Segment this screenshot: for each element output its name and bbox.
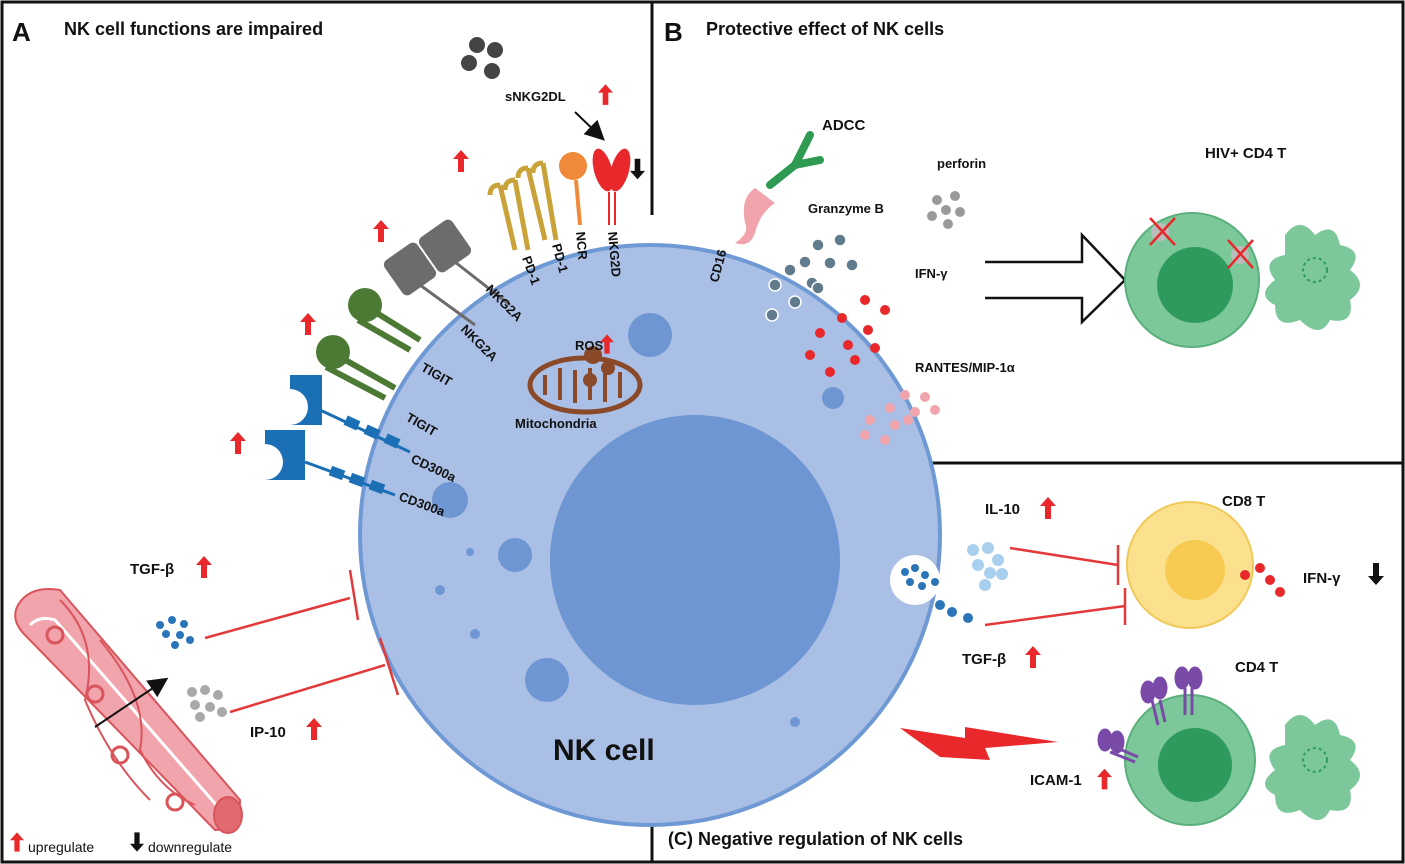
ifng-c-down-arrow — [1368, 563, 1384, 585]
cd300a-receptor-2 — [265, 430, 396, 497]
ncr-label: NCR — [573, 231, 590, 261]
perforin-particles — [927, 191, 965, 229]
cd8-label: CD8 T — [1222, 493, 1265, 510]
granzyme-label: Granzyme B — [808, 201, 884, 216]
tigit-up-arrow — [300, 313, 316, 335]
cd16-receptor — [735, 188, 775, 245]
nk-cell-label: NK cell — [553, 734, 655, 767]
icam1-receptors — [1097, 666, 1203, 764]
tgfb-inhibit-line-c — [984, 604, 1126, 627]
rantes-particles — [860, 390, 940, 445]
tgfb-c-up-arrow — [1025, 646, 1041, 668]
tigit-receptor-1 — [348, 288, 422, 353]
snkg2dl-binding-arrow — [574, 111, 605, 141]
nkg2a-receptor-2 — [383, 242, 476, 327]
pd1-label-2: PD-1 — [549, 242, 571, 274]
snkg2dl-up-arrow — [598, 84, 613, 105]
ros-label: ROS — [575, 338, 604, 353]
ip10-particles — [187, 685, 227, 722]
mitochondria — [527, 346, 643, 415]
ip10-up-arrow — [306, 718, 322, 740]
nkg2d-down-arrow — [630, 158, 645, 180]
panel-a-title: NK cell functions are impaired — [64, 19, 323, 39]
icam1-label: ICAM-1 — [1030, 772, 1082, 789]
pd1-receptor-1 — [487, 177, 531, 251]
cd300a-up-arrow — [230, 432, 246, 454]
tgfb-a-up-arrow — [196, 556, 212, 578]
nk-secretion-pocket — [890, 555, 940, 605]
il10-label: IL-10 — [985, 501, 1020, 518]
hiv-cd4-cell — [1124, 212, 1260, 348]
cd4-cell — [1124, 694, 1256, 826]
nk-vesicles — [432, 313, 844, 727]
rantes-label: RANTES/MIP-1α — [915, 360, 1015, 375]
granzyme-particles — [765, 233, 859, 322]
blood-vessel — [14, 588, 243, 834]
tgfb-label-a: TGF-β — [130, 561, 174, 578]
cd8-cell — [1126, 501, 1254, 629]
nkg2d-receptor — [592, 148, 631, 225]
ifng-particles — [805, 295, 890, 377]
nkg2a-up-arrow — [373, 220, 389, 242]
snkg2dl-particles — [461, 37, 503, 79]
mitochondria-label: Mitochondria — [515, 416, 597, 431]
nkg2d-label: NKG2D — [605, 231, 624, 278]
panel-c-title: (C) Negative regulation of NK cells — [668, 829, 963, 849]
ip10-inhibit-line — [229, 663, 386, 714]
cd8-ifng-particles — [1240, 563, 1285, 597]
killing-arrow — [985, 231, 1127, 325]
lysed-cd4-cell-c — [1265, 715, 1360, 820]
snkg2dl-label: sNKG2DL — [505, 89, 566, 104]
ip10-inhibit-bar — [378, 637, 400, 696]
antibody-icon — [766, 131, 824, 189]
lightning-bolt-icon — [900, 727, 1058, 760]
cd4-label: CD4 T — [1235, 659, 1278, 676]
hiv-cd4-label: HIV+ CD4 T — [1205, 145, 1286, 162]
ifng-label-b: IFN-γ — [915, 266, 948, 281]
il10-up-arrow — [1040, 497, 1056, 519]
legend-down-arrow — [130, 832, 144, 852]
il10-cloud — [967, 542, 1008, 591]
nk-nucleus — [550, 415, 840, 705]
nk-il10-particles — [901, 564, 973, 623]
vessel-release-arrow — [94, 677, 169, 728]
perforin-label: perforin — [937, 156, 986, 171]
pd1-up-arrow — [453, 150, 469, 172]
tigit-receptor-2 — [316, 335, 397, 401]
ifng-label-c: IFN-γ — [1303, 570, 1341, 587]
tgfb-inhibit-line-a — [204, 596, 351, 640]
legend-up-label: upregulate — [28, 839, 94, 855]
tgfb-particles-a — [156, 616, 194, 649]
adcc-label: ADCC — [822, 117, 865, 134]
ncr-receptor — [559, 152, 587, 226]
legend-down-label: downregulate — [148, 839, 232, 855]
panel-b-letter: B — [664, 17, 683, 47]
cd300a-receptor-1 — [290, 375, 411, 454]
legend-up-arrow — [10, 832, 24, 852]
panel-b-title: Protective effect of NK cells — [706, 19, 944, 39]
tgfb-inhibit-bar-a — [348, 569, 360, 621]
pd1-receptor-2 — [515, 160, 559, 241]
nkg2a-receptor-1 — [418, 219, 511, 307]
icam1-up-arrow — [1097, 768, 1112, 790]
tgfb-label-c: TGF-β — [962, 651, 1006, 668]
ip10-label: IP-10 — [250, 724, 286, 741]
panel-a-letter: A — [12, 17, 31, 47]
lysed-cd4-cell — [1265, 225, 1360, 330]
il10-inhibit-line — [1009, 546, 1119, 567]
